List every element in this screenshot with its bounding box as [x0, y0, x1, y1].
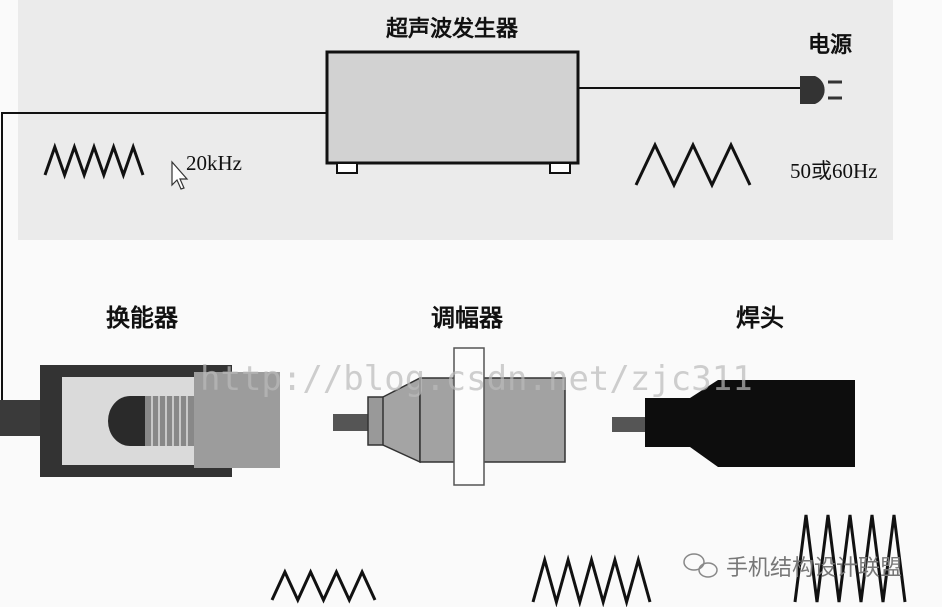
transducer-label: 换能器	[106, 303, 179, 332]
waveform-mains	[634, 141, 752, 189]
booster-label: 调幅器	[431, 303, 504, 332]
plug-icon	[800, 76, 842, 104]
waveform-20khz	[43, 142, 145, 180]
power-label: 电源	[808, 32, 852, 58]
wechat-icon	[683, 553, 718, 578]
horn	[612, 380, 855, 467]
booster	[333, 347, 566, 486]
url-watermark: http://blog.csdn.net/zjc311	[200, 359, 753, 399]
generator-foot	[336, 162, 358, 174]
generator-label: 超声波发生器	[386, 16, 519, 42]
generator-foot	[549, 162, 571, 174]
signal-wire	[1, 112, 327, 402]
signal-frequency: 20kHz	[186, 151, 242, 175]
generator-box	[325, 50, 580, 165]
booster-flange	[453, 347, 485, 486]
cursor-icon	[171, 160, 189, 190]
horn-label: 焊头	[736, 303, 784, 332]
transducer	[0, 365, 280, 477]
waveform-transducer	[270, 568, 377, 604]
brand-watermark: 手机结构设计联盟	[726, 556, 902, 581]
waveform-booster	[531, 554, 652, 607]
power-frequency: 50或60Hz	[790, 159, 878, 183]
waveform-horn	[793, 514, 907, 603]
